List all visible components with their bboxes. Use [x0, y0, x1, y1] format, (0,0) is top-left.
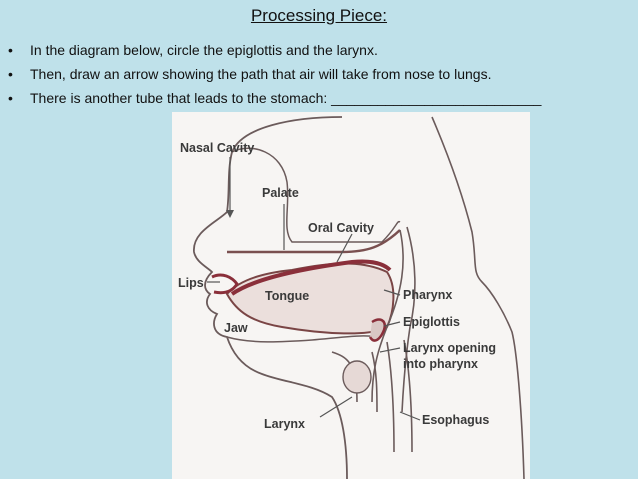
label-larynx-opening-2: into pharynx — [403, 357, 478, 371]
bullet-icon: • — [8, 86, 13, 110]
tongue-shape — [227, 264, 393, 334]
bullet-icon: • — [8, 38, 13, 62]
slide-title: Processing Piece: — [0, 6, 638, 26]
pointer-line — [380, 348, 400, 352]
label-oral-cavity: Oral Cavity — [308, 221, 374, 235]
instruction-text: In the diagram below, circle the epiglot… — [30, 42, 378, 58]
bullet-icon: • — [8, 62, 13, 86]
pointer-line — [337, 234, 352, 262]
jaw-shape — [227, 336, 377, 342]
label-jaw: Jaw — [224, 321, 248, 335]
lip-shape — [212, 275, 237, 293]
instruction-text: Then, draw an arrow showing the path tha… — [30, 66, 491, 82]
label-pharynx: Pharynx — [403, 288, 452, 302]
label-lips: Lips — [178, 276, 204, 290]
pointer-line — [320, 397, 352, 417]
instruction-item: • In the diagram below, circle the epiglo… — [8, 38, 633, 62]
label-larynx-opening: Larynx opening — [403, 341, 496, 355]
label-esophagus: Esophagus — [422, 413, 489, 427]
label-tongue: Tongue — [265, 289, 309, 303]
instruction-text: There is another tube that leads to the … — [30, 90, 541, 106]
anatomy-illustration: Nasal Cavity Palate Oral Cavity Lips Ton… — [172, 112, 530, 479]
pointer-line — [400, 412, 420, 420]
instruction-list: • In the diagram below, circle the epiglo… — [8, 38, 633, 110]
label-nasal-cavity: Nasal Cavity — [180, 141, 254, 155]
instruction-item: • Then, draw an arrow showing the path th… — [8, 62, 633, 86]
pointer-arrowhead — [226, 210, 234, 218]
label-epiglottis: Epiglottis — [403, 315, 460, 329]
larynx-shape — [343, 361, 371, 393]
instruction-item: • There is another tube that leads to the… — [8, 86, 633, 110]
head-anatomy-diagram: Nasal Cavity Palate Oral Cavity Lips Ton… — [172, 112, 530, 479]
label-larynx: Larynx — [264, 417, 305, 431]
label-palate: Palate — [262, 186, 299, 200]
